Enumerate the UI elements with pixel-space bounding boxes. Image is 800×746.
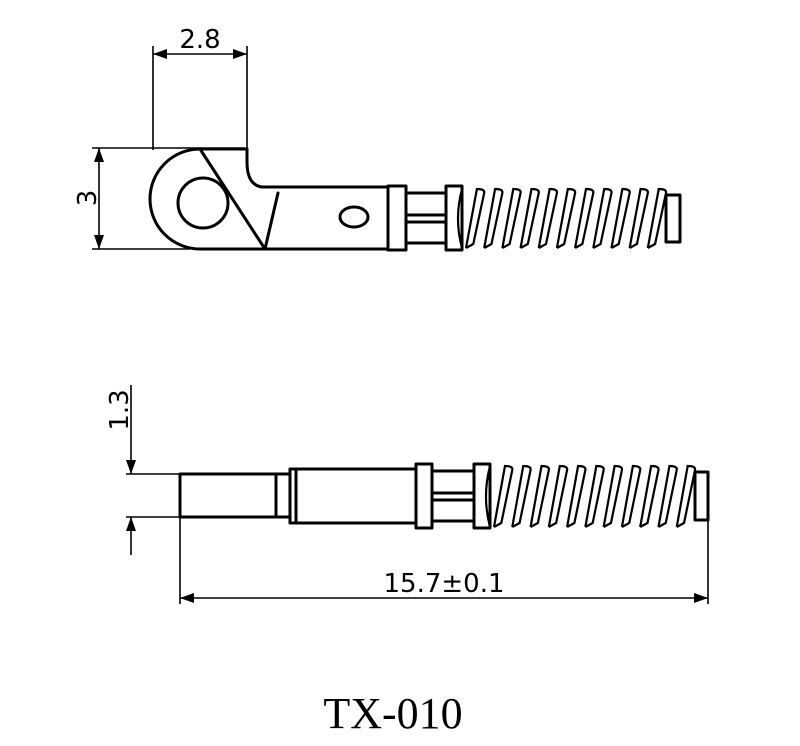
diameter-dim-label: 1.3: [105, 389, 135, 430]
spring-side: [484, 464, 697, 528]
spring-coil: [628, 187, 649, 249]
top-view: 2.8 3: [73, 25, 682, 252]
collar: [386, 184, 408, 252]
spring-coil: [574, 187, 595, 249]
spring-coil: [620, 464, 642, 528]
spring-coil: [483, 187, 504, 249]
spring-end-cap: [664, 193, 682, 244]
spring-coil: [646, 187, 668, 249]
pin-body: [288, 467, 418, 525]
spring-start: [456, 188, 464, 249]
spring-coil: [592, 187, 613, 249]
barrel-ring: [444, 184, 464, 252]
spring-coil: [529, 464, 550, 528]
pin-shoulder: [274, 472, 292, 519]
spring-coil: [501, 187, 522, 249]
spring-coil: [537, 187, 559, 249]
spring-coil: [639, 464, 660, 528]
width-dimension: 2.8: [152, 25, 248, 150]
spring-coil: [547, 464, 569, 528]
height-dimension: 3: [73, 147, 245, 250]
side-view: 1.3 15.7±0.1: [105, 385, 710, 604]
spring-coil: [566, 464, 587, 528]
spring-coil: [584, 464, 605, 528]
part-number: TX-010: [323, 689, 462, 738]
spring-coil: [657, 464, 678, 528]
spring-coil: [511, 464, 532, 528]
spring-coil: [602, 464, 624, 528]
side-spring-end-cap: [693, 470, 710, 522]
spring-start: [484, 465, 492, 528]
side-barrel: [430, 469, 476, 523]
barrel: [404, 191, 448, 245]
pin-tip: [178, 472, 278, 519]
diameter-dimension: 1.3: [105, 385, 283, 555]
spring-coil: [675, 464, 697, 528]
oval-slot: [338, 205, 370, 229]
spring-coil: [610, 187, 631, 249]
length-dimension: 15.7±0.1: [179, 517, 709, 604]
width-dim-label: 2.8: [179, 25, 220, 55]
side-barrel-ring: [472, 462, 492, 530]
spring-top: [456, 187, 668, 249]
length-dim-label: 15.7±0.1: [383, 569, 504, 599]
side-collar: [414, 462, 434, 530]
spring-coil: [519, 187, 540, 249]
spring-coil: [464, 187, 486, 249]
spring-coil: [555, 187, 577, 249]
height-dim-label: 3: [73, 190, 103, 207]
ring-lug-outline: [148, 147, 390, 251]
spring-coil: [492, 464, 514, 528]
ring-hole: [176, 176, 230, 230]
